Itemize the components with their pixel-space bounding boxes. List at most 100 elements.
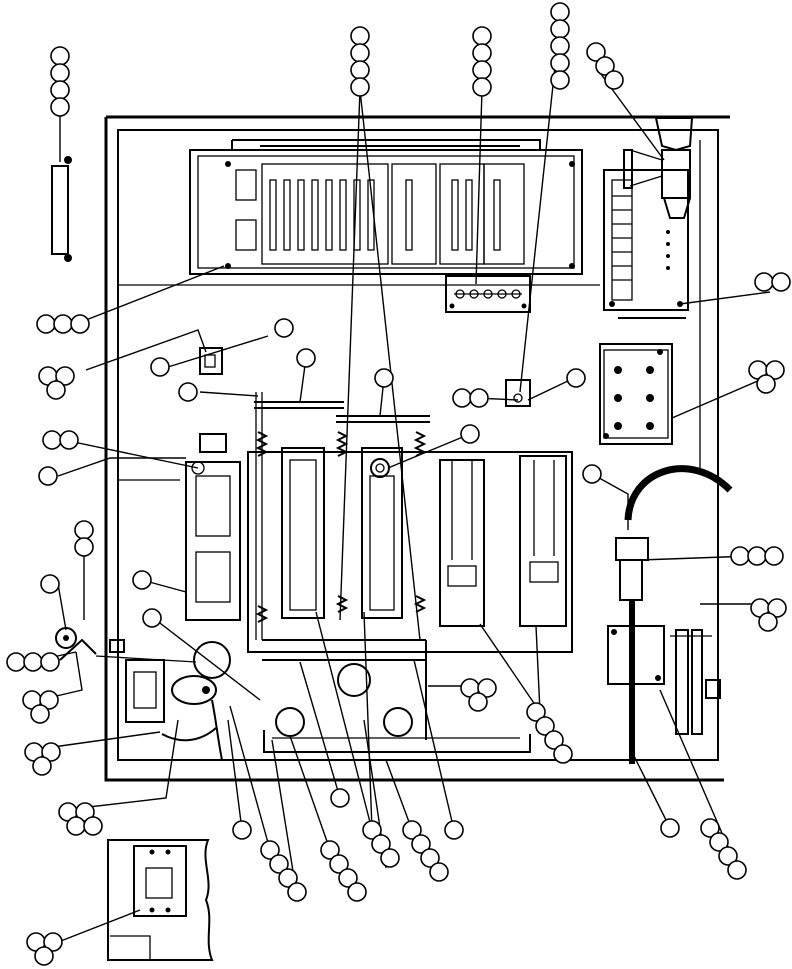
callout-bubble <box>730 546 750 566</box>
callout-bubble <box>32 756 52 776</box>
callout-bubble <box>50 63 70 83</box>
terminal-post-right <box>670 629 721 735</box>
callout-bubble <box>53 314 73 334</box>
callout-bubble <box>74 520 94 540</box>
callout-bubble <box>718 846 738 866</box>
callout-bubble <box>36 314 56 334</box>
callout-bubble <box>550 2 570 22</box>
callout-bubble <box>468 692 488 712</box>
callout-bubble <box>338 868 358 888</box>
callout-bubble <box>477 678 497 698</box>
callout-bubble <box>747 546 767 566</box>
callout-bubble <box>429 862 449 882</box>
callout-bubble <box>46 380 66 400</box>
callout-bubble <box>287 882 307 902</box>
callout-bubble <box>350 77 370 97</box>
callout-bubble <box>764 546 784 566</box>
callout-bubble <box>374 368 394 388</box>
callout-bubble <box>74 537 94 557</box>
callout-bubble <box>553 744 573 764</box>
callout-bubble <box>142 608 162 628</box>
callout-bubble <box>472 43 492 63</box>
callout-bubble <box>23 652 43 672</box>
contactor-pole-2 <box>361 447 403 619</box>
callout-bubble <box>380 848 400 868</box>
terminal-strip-right <box>603 169 689 319</box>
callout-bubble <box>350 43 370 63</box>
callout-bubble <box>320 840 340 860</box>
callout-bubble <box>350 60 370 80</box>
callout-bubble <box>771 272 791 292</box>
callout-bubble <box>472 60 492 80</box>
cable-harness <box>615 465 733 764</box>
callout-bubble <box>59 430 79 450</box>
relay-small-center <box>505 379 531 407</box>
callout-bubble <box>178 382 198 402</box>
callout-bubble <box>595 56 615 76</box>
callout-bubble <box>371 834 391 854</box>
callout-bubble <box>362 820 382 840</box>
callout-bubble <box>660 818 680 838</box>
callout-bubble <box>420 848 440 868</box>
callout-bubble <box>40 652 60 672</box>
callout-bubble <box>329 854 349 874</box>
callout-bubble <box>402 820 422 840</box>
wall-bracket-upper-left <box>51 156 72 262</box>
motor-circles <box>193 641 413 737</box>
callout-bubble <box>709 832 729 852</box>
circuit-card-slots <box>269 179 501 251</box>
piping <box>263 640 531 753</box>
callout-bubble <box>66 816 86 836</box>
callout-bubble <box>350 26 370 46</box>
reservoir-tank <box>185 433 241 621</box>
cabinet-enclosure <box>104 115 730 782</box>
callout-bubble <box>544 730 564 750</box>
callout-bubble <box>55 366 75 386</box>
callout-bubble <box>550 53 570 73</box>
callout-bubble <box>274 318 294 338</box>
callout-bubble <box>444 820 464 840</box>
inset-detail <box>107 839 214 961</box>
contactor-pole-3 <box>439 459 485 627</box>
terminal-block-upper <box>445 275 531 313</box>
callout-bubble <box>50 46 70 66</box>
callout-bubble <box>50 97 70 117</box>
callout-bubble <box>43 932 63 952</box>
callout-bubble <box>586 42 606 62</box>
callout-bubble <box>411 834 431 854</box>
callout-bubble <box>296 348 316 368</box>
callout-bubble <box>41 742 61 762</box>
callout-bubble <box>550 70 570 90</box>
pressure-valve <box>623 117 694 219</box>
mounting-bracket-right <box>607 625 665 685</box>
relay-small-left <box>199 347 223 375</box>
contactor-pole-1 <box>281 447 325 619</box>
callout-bubble <box>150 357 170 377</box>
callout-bubble <box>132 570 152 590</box>
callout-bubble <box>765 360 785 380</box>
callout-bubble <box>472 77 492 97</box>
solenoid-assembly <box>125 659 223 761</box>
contactor-plate <box>247 392 573 653</box>
callout-bubble <box>535 716 555 736</box>
callout-bubble <box>330 788 350 808</box>
callout-bubble <box>38 466 58 486</box>
callout-bubble <box>469 388 489 408</box>
callout-bubble <box>347 882 367 902</box>
callout-bubble <box>526 702 546 722</box>
callout-bubble <box>758 612 778 632</box>
callout-bubble <box>39 690 59 710</box>
callout-bubble <box>566 368 586 388</box>
callout-bubble <box>278 868 298 888</box>
callout-bubble <box>700 818 720 838</box>
callout-bubble <box>727 860 747 880</box>
fuse-block-right <box>599 343 673 445</box>
callout-bubble <box>260 840 280 860</box>
callout-bubble <box>232 820 252 840</box>
callout-bubble <box>40 574 60 594</box>
callout-bubbles <box>6 2 791 966</box>
callout-bubble <box>582 464 602 484</box>
callout-bubble <box>70 314 90 334</box>
callout-bubble <box>452 388 472 408</box>
